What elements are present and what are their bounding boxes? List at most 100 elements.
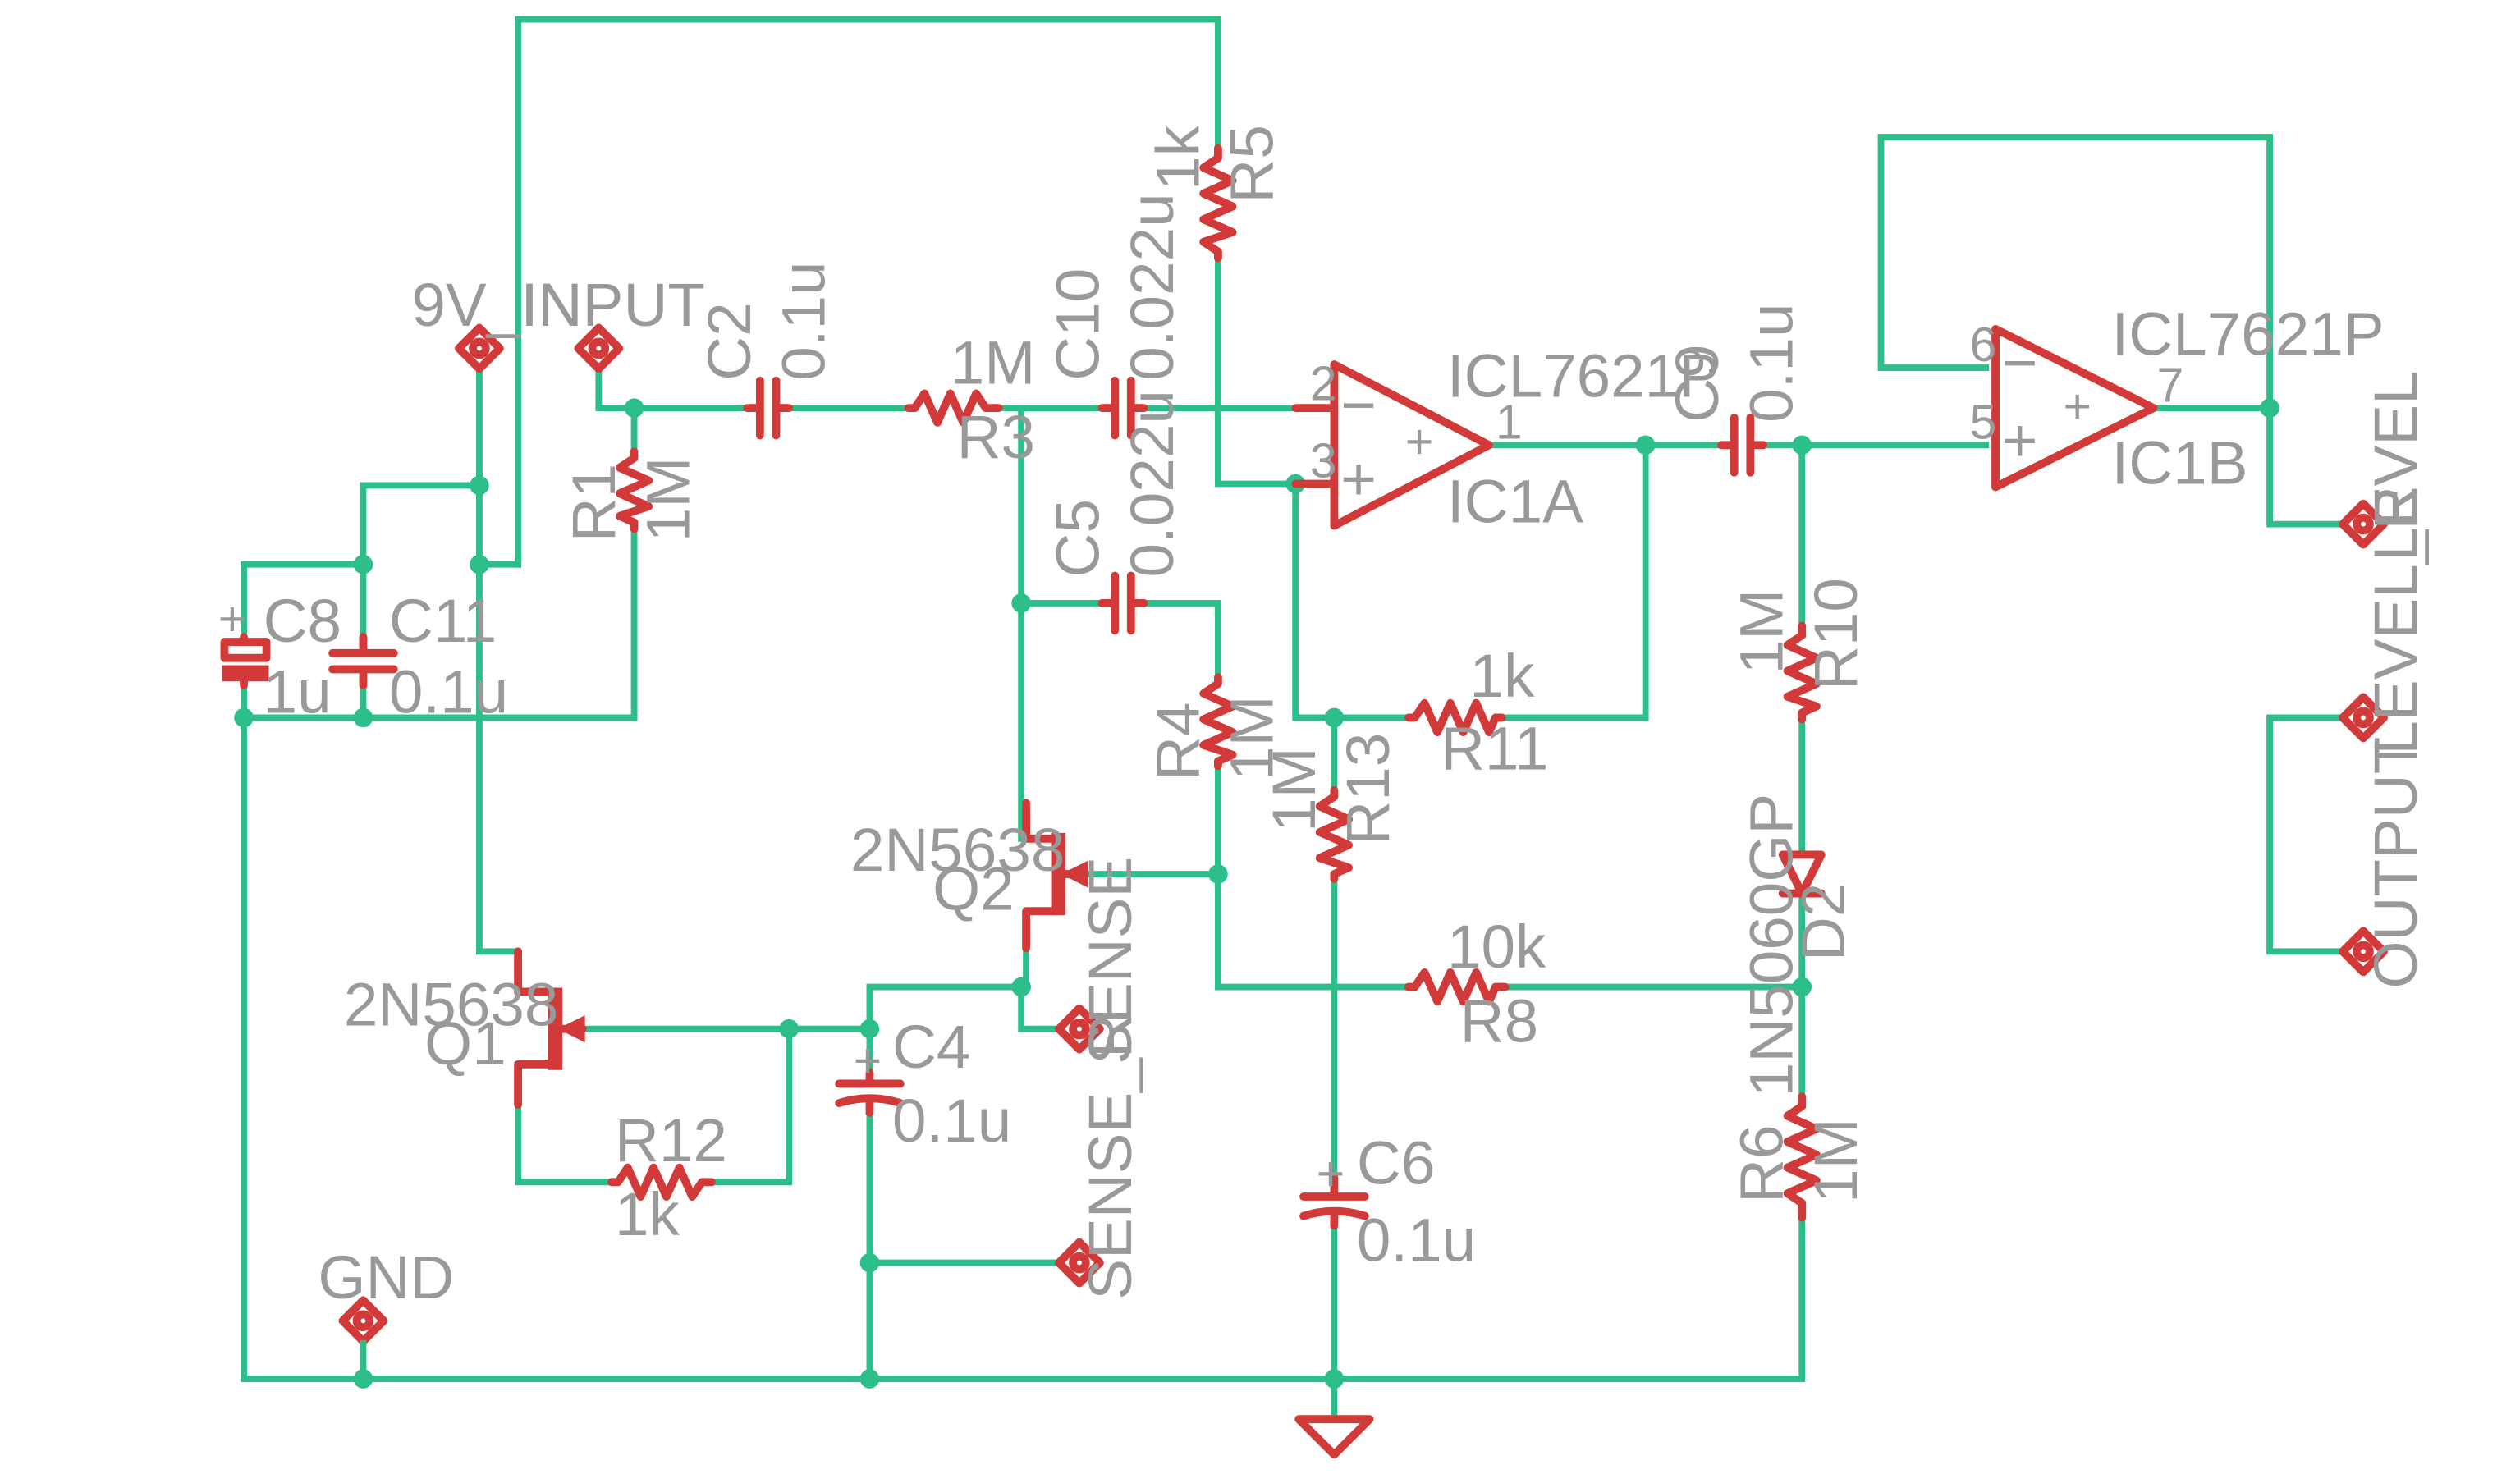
resistor-r8-value: 10k — [1447, 912, 1546, 981]
capacitor-c6-name: C6 — [1357, 1128, 1435, 1197]
opamp-ic1a-minus: − — [1340, 370, 1377, 439]
resistor-r10-name: R10 — [1801, 578, 1870, 690]
capacitor-c2-name: C2 — [694, 302, 763, 380]
junctions — [234, 398, 2279, 1389]
capacitor-c6-value: 0.1u — [1357, 1206, 1476, 1275]
capacitor-c11-name: C11 — [389, 586, 497, 655]
opamp-ic1a-center-plus: + — [1405, 415, 1433, 469]
connector-level-r[interactable]: LEVEL_R — [2339, 486, 2430, 755]
capacitor-c8-name: C8 — [263, 586, 341, 655]
capacitor-c8-plus: + — [218, 593, 246, 646]
opamp-ic1a-value: ICL7621P — [1447, 341, 1720, 410]
connector-sense-label: SENSE — [1075, 857, 1144, 1064]
transistor-q2-name: Q2 — [932, 854, 1015, 922]
resistor-r3-value: 1M — [951, 328, 1036, 397]
capacitor-c6[interactable]: + C6 0.1u — [1299, 1128, 1476, 1275]
resistor-r4-name: R4 — [1143, 703, 1212, 780]
opamp-ic1b-plus: + — [2002, 405, 2038, 474]
diode-d2-value: 1N5060GP — [1736, 794, 1805, 1096]
capacitor-c5-name: C5 — [1043, 499, 1112, 577]
capacitor-c8-value: 1u — [263, 657, 332, 726]
capacitor-c4-name: C4 — [892, 1012, 970, 1081]
ground-icon — [1294, 1415, 1374, 1459]
resistor-r11[interactable]: 1k R11 — [1404, 641, 1549, 782]
connector-level-label: LEVEL — [2361, 370, 2430, 561]
opamp-ic1b-name: IC1B — [2112, 428, 2248, 497]
capacitor-c6-plus: + — [1317, 1147, 1345, 1201]
resistor-r12-name: R12 — [615, 1106, 727, 1174]
transistor-q2-value: 2N5638 — [850, 815, 1065, 884]
transistor-q1-value: 2N5638 — [344, 970, 559, 1039]
transistor-q1[interactable]: 2N5638 Q1 — [344, 947, 587, 1109]
opamp-ic1a[interactable]: − + + 2 3 1 ICL7621P IC1A — [1291, 341, 1720, 536]
resistor-r1[interactable]: R1 1M — [559, 447, 702, 542]
capacitor-c5[interactable]: C5 0.022u — [1043, 390, 1186, 635]
resistor-r11-value: 1k — [1469, 641, 1535, 710]
capacitor-c11[interactable]: C11 0.1u — [328, 586, 508, 726]
connector-input-label: INPUT — [521, 270, 705, 339]
resistor-r4[interactable]: R4 1M — [1143, 673, 1286, 780]
resistor-r13-value: 1M — [1259, 747, 1328, 832]
resistor-r12-value: 1k — [615, 1179, 680, 1248]
transistor-q2[interactable]: 2N5638 Q2 — [850, 799, 1088, 953]
connector-output-label: OUTPUT — [2361, 737, 2430, 989]
opamp-ic1b[interactable]: − + + 6 5 7 ICL7621P IC1B — [1970, 299, 2385, 497]
connector-output[interactable]: OUTPUT — [2339, 737, 2430, 989]
connector-sense-r[interactable]: SENSE_R — [1054, 1014, 1144, 1300]
opamp-ic1a-pin1: 1 — [1496, 396, 1523, 449]
diode-d2[interactable]: D2 1N5060GP — [1736, 794, 1857, 1096]
capacitor-c4-value: 0.1u — [892, 1086, 1011, 1155]
resistor-r13[interactable]: 1M R13 — [1259, 733, 1402, 883]
connector-input[interactable]: INPUT — [521, 270, 705, 373]
capacitor-c10-name: C10 — [1043, 268, 1112, 381]
opamp-ic1a-name: IC1A — [1447, 467, 1583, 536]
capacitor-c2[interactable]: C2 0.1u — [694, 261, 837, 440]
connector-sense-r-label: SENSE_R — [1075, 1014, 1144, 1300]
resistor-r3[interactable]: 1M R3 — [904, 328, 1036, 471]
resistor-r1-name: R1 — [559, 464, 628, 542]
capacitor-c9-name: C9 — [1662, 344, 1731, 422]
resistor-r3-name: R3 — [957, 402, 1035, 471]
connector-gnd[interactable]: GND — [318, 1243, 454, 1382]
capacitor-c10-value: 0.022u — [1117, 193, 1186, 380]
capacitor-c9[interactable]: C9 0.1u — [1662, 304, 1805, 477]
capacitor-c2-value: 0.1u — [768, 261, 837, 380]
connector-sense[interactable]: SENSE — [1054, 857, 1144, 1064]
capacitor-c8[interactable]: + C8 1u — [218, 586, 341, 726]
opamp-ic1b-pin6: 6 — [1970, 318, 1997, 372]
opamp-ic1a-pin3: 3 — [1310, 435, 1337, 488]
opamp-ic1a-plus: + — [1340, 444, 1377, 513]
resistor-r13-name: R13 — [1333, 733, 1402, 845]
resistor-r1-value: 1M — [633, 457, 702, 542]
diode-d2-name: D2 — [1788, 883, 1857, 961]
connector-gnd-label: GND — [318, 1243, 454, 1311]
capacitor-c4[interactable]: + C4 0.1u — [835, 1012, 1011, 1155]
resistor-r6[interactable]: R6 1M — [1727, 1092, 1870, 1222]
resistor-r10-value: 1M — [1727, 589, 1796, 675]
resistor-r8[interactable]: 10k R8 — [1404, 912, 1546, 1055]
opamp-ic1b-minus: − — [2002, 328, 2038, 397]
resistor-r12[interactable]: R12 1k — [607, 1106, 727, 1248]
opamp-ic1b-value: ICL7621P — [2112, 299, 2385, 368]
capacitor-c5-value: 0.022u — [1117, 390, 1186, 577]
resistor-r5-name: R5 — [1217, 125, 1286, 203]
connector-9v-in-label: 9V_IN — [411, 270, 581, 339]
opamp-ic1b-center-plus: + — [2064, 380, 2092, 433]
resistor-r10[interactable]: 1M R10 — [1727, 578, 1870, 724]
resistor-r6-name: R6 — [1727, 1124, 1796, 1202]
opamp-ic1b-pin5: 5 — [1970, 396, 1997, 449]
capacitor-c4-plus: + — [854, 1035, 882, 1088]
resistor-r4-value: 1M — [1217, 695, 1286, 780]
capacitor-c10[interactable]: C10 0.022u — [1043, 193, 1186, 440]
opamp-ic1b-pin7: 7 — [2157, 359, 2184, 412]
capacitor-c9-value: 0.1u — [1736, 304, 1805, 423]
connector-9v-in[interactable]: 9V_IN — [411, 270, 582, 373]
resistor-r11-name: R11 — [1441, 713, 1548, 782]
connector-level-r-label: LEVEL_R — [2361, 486, 2430, 755]
resistor-r5[interactable]: 1k R5 — [1143, 125, 1286, 263]
resistor-r8-name: R8 — [1460, 986, 1538, 1055]
transistor-q1-name: Q1 — [424, 1009, 506, 1078]
connector-level[interactable]: LEVEL — [2339, 370, 2430, 561]
opamp-ic1a-pin2: 2 — [1310, 357, 1337, 410]
